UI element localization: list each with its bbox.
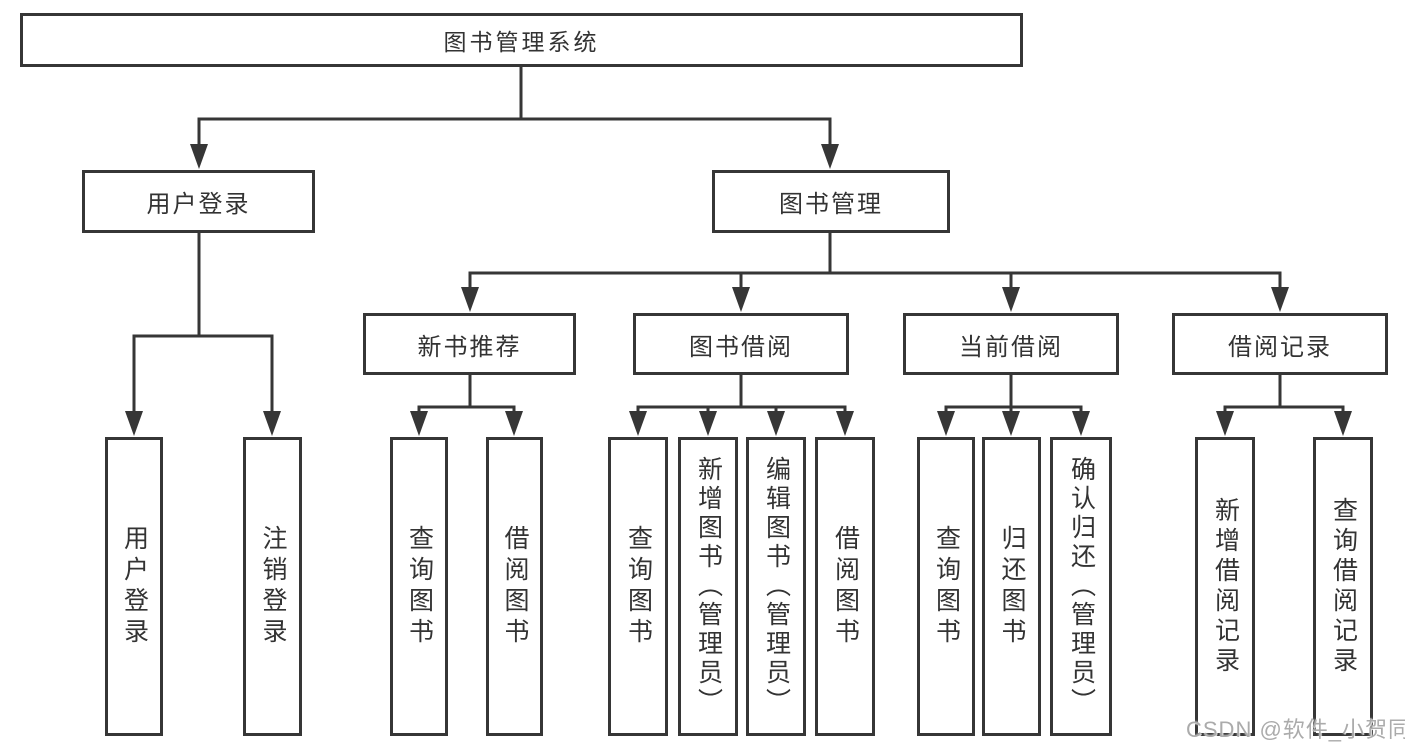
arrow-down-icon (410, 411, 428, 436)
node-label: 借阅图书 (831, 524, 860, 649)
leaf-recommend-borrow-books: 借阅图书 (486, 437, 543, 736)
connector-mgmt-to-level3 (468, 232, 1282, 289)
arrow-down-icon (263, 411, 281, 436)
csdn-watermark: CSDN @软件_小贺同学 (1186, 717, 1405, 742)
node-label: 借阅记录 (1228, 333, 1332, 361)
node-label: 新增图书（管理员） (694, 456, 723, 717)
node-label: 图书管理系统 (443, 29, 600, 55)
leaf-query-borrow-record: 查询借阅记录 (1313, 437, 1373, 736)
node-book-borrowing: 图书借阅 (633, 313, 849, 375)
arrow-down-icon (836, 411, 854, 436)
arrow-down-icon (1334, 411, 1352, 436)
node-label: 当前借阅 (959, 333, 1063, 361)
leaf-edit-book-admin: 编辑图书（管理员） (746, 437, 806, 736)
connector-borrowing-to-leaves (636, 374, 847, 414)
leaf-current-query-books: 查询图书 (917, 437, 975, 736)
connector-records-to-leaves (1223, 374, 1345, 414)
node-current-borrowing: 当前借阅 (903, 313, 1119, 375)
leaf-confirm-return-admin: 确认归还（管理员） (1050, 437, 1112, 736)
arrow-down-icon (125, 411, 143, 436)
node-borrowing-records: 借阅记录 (1172, 313, 1388, 375)
arrow-down-icon (767, 411, 785, 436)
leaf-return-books: 归还图书 (982, 437, 1041, 736)
node-label: 图书管理 (779, 191, 883, 218)
node-library-system: 图书管理系统 (20, 13, 1023, 67)
arrow-down-icon (1072, 411, 1090, 436)
node-label: 查询图书 (624, 524, 653, 649)
arrow-down-icon (1216, 411, 1234, 436)
arrow-down-icon (1271, 287, 1289, 312)
connector-login-to-leaves (132, 232, 274, 413)
node-new-book-recommend: 新书推荐 (363, 313, 576, 375)
node-label: 归还图书 (998, 524, 1026, 649)
node-label: 图书借阅 (689, 333, 793, 361)
node-label: 借阅图书 (501, 524, 529, 649)
connector-root-to-level2 (197, 67, 832, 146)
arrow-down-icon (821, 144, 839, 169)
arrow-down-icon (699, 411, 717, 436)
arrow-down-icon (1002, 411, 1020, 436)
node-label: 用户登录 (120, 524, 149, 649)
node-label: 查询图书 (405, 524, 434, 649)
leaf-add-borrow-record: 新增借阅记录 (1195, 437, 1255, 736)
node-book-management: 图书管理 (712, 170, 950, 233)
node-label: 编辑图书（管理员） (762, 456, 791, 717)
leaf-user-login: 用户登录 (105, 437, 163, 736)
node-label: 注销登录 (259, 524, 287, 649)
arrow-down-icon (505, 411, 523, 436)
connector-recommend-to-leaves (417, 374, 516, 414)
arrow-down-icon (937, 411, 955, 436)
node-label: 查询图书 (932, 524, 961, 649)
leaf-logout-login: 注销登录 (243, 437, 302, 736)
leaf-add-book-admin: 新增图书（管理员） (678, 437, 738, 736)
leaf-recommend-query-books: 查询图书 (390, 437, 448, 736)
connector-current-to-leaves (944, 374, 1083, 414)
node-label: 用户登录 (146, 191, 251, 218)
node-label: 新书推荐 (417, 333, 522, 361)
arrow-down-icon (1002, 287, 1020, 312)
node-user-login: 用户登录 (82, 170, 315, 233)
leaf-borrowing-borrow-books: 借阅图书 (815, 437, 875, 736)
node-label: 确认归还（管理员） (1067, 456, 1096, 717)
arrow-down-icon (732, 287, 750, 312)
node-label: 查询借阅记录 (1329, 496, 1358, 677)
leaf-borrowing-query-books: 查询图书 (608, 437, 668, 736)
arrow-down-icon (629, 411, 647, 436)
arrow-down-icon (190, 144, 208, 169)
node-label: 新增借阅记录 (1211, 496, 1240, 677)
arrow-down-icon (461, 287, 479, 312)
